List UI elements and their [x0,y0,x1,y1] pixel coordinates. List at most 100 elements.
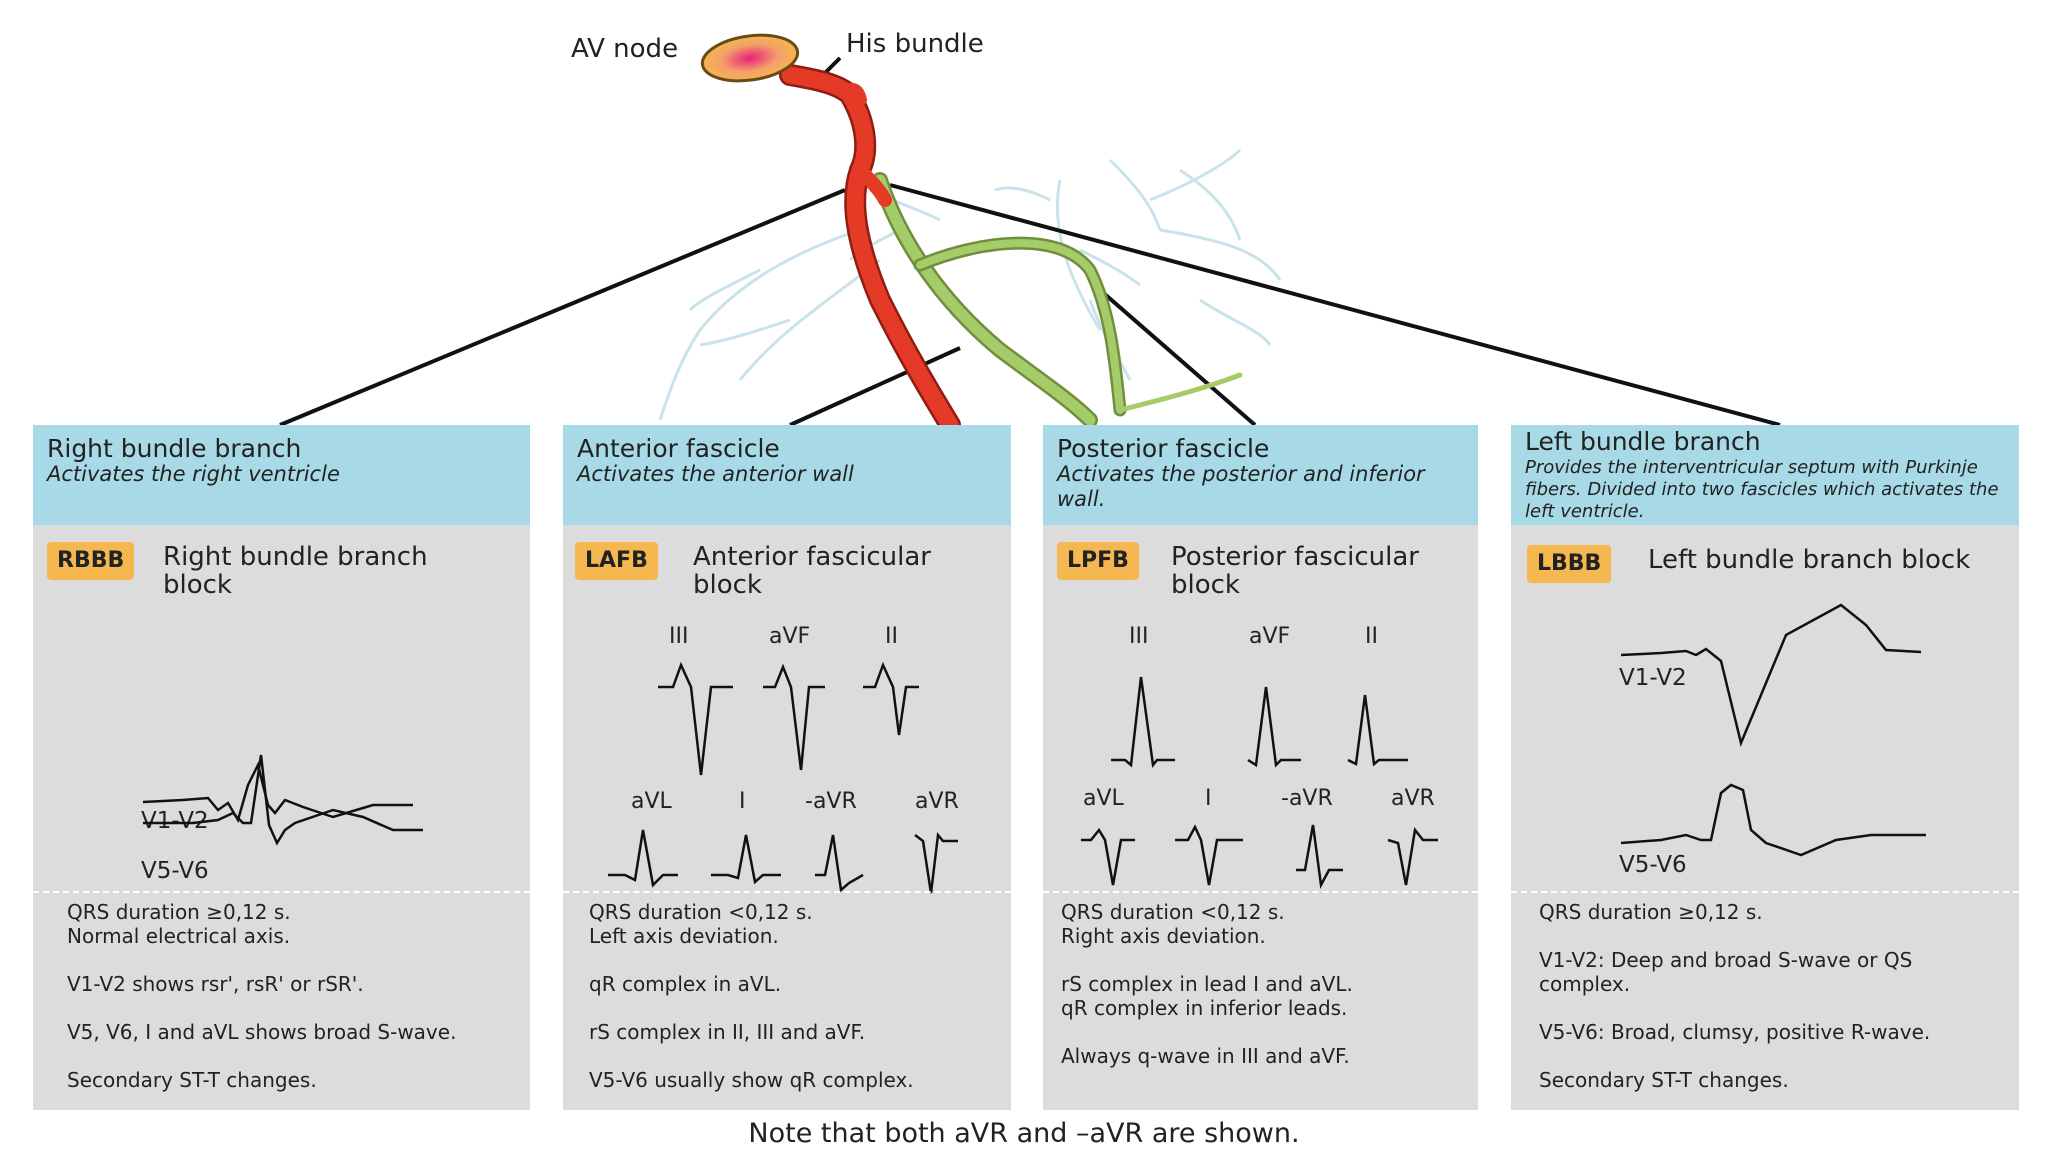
block-title: Left bundle branch block [1648,545,1971,575]
notes: QRS duration ≥0,12 s. Normal electrical … [67,900,520,1092]
notes: QRS duration ≥0,12 s. V1-V2: Deep and br… [1539,900,2009,1092]
panel-header: Posterior fascicle Activates the posteri… [1043,425,1478,525]
pointer-lines [279,56,1781,427]
lead-label: V1-V2 [1619,665,1687,691]
panel-header: Anterior fascicle Activates the anterior… [563,425,1011,525]
lead-label: III [669,624,688,649]
ecg-trace-v5-v6 [143,754,423,846]
panel-title: Posterior fascicle [1057,434,1270,463]
ecg-trace-avr [914,831,958,894]
ecg-trace-avf [763,663,825,771]
lead-label: aVL [1083,786,1125,811]
lead-label: aVF [769,624,810,649]
lead-label: II [885,624,898,649]
lead-label: -aVR [805,789,857,814]
panel-left-bundle-branch: Left bundle branch Provides the interven… [1511,425,2019,1110]
lafb-ecg-tracings: III aVF II aVL I -aVR aVR [608,624,959,894]
note-line: Secondary ST-T changes. [1539,1068,1789,1092]
panel-header: Right bundle branch Activates the right … [33,425,530,525]
av-node [700,33,800,83]
ecg-trace-v5-v6 [1620,783,1926,857]
ecg-trace-i [711,834,781,885]
panel-right-bundle-branch: Right bundle branch Activates the right … [33,425,530,1110]
panel-title: Anterior fascicle [577,434,780,463]
av-node-label: AV node [571,34,679,64]
left-bundle-branch [872,172,1243,428]
notes: QRS duration <0,12 s. Left axis deviatio… [589,900,1001,1092]
lbbb-badge: LBBB [1527,545,1612,583]
note-line: Secondary ST-T changes. [67,1068,317,1092]
lpfb-badge: LPFB [1057,542,1139,580]
panel-title: Left bundle branch [1525,427,1761,456]
panel-subtitle: Activates the anterior wall [577,462,854,486]
lafb-badge: LAFB [575,542,658,580]
lead-label: aVF [1249,624,1290,649]
note-line: Always q-wave in III and aVF. [1061,1044,1350,1068]
block-title: Posterior fascicular block [1171,542,1419,600]
lead-label: aVL [631,789,673,814]
note-line: V5, V6, I and aVL shows broad S-wave. [67,1020,457,1044]
panel-subtitle: Activates the right ventricle [47,462,340,486]
ecg-trace-avr [1387,827,1438,886]
ecg-trace-v1-v2 [1620,603,1922,747]
note-line: QRS duration ≥0,12 s. [1539,900,1763,924]
ecg-trace-ii [1347,694,1408,767]
dashed-divider [563,891,1011,893]
panel-posterior-fascicle: Posterior fascicle Activates the posteri… [1043,425,1478,1110]
notes: QRS duration <0,12 s. Right axis deviati… [1061,900,1468,1068]
note-line: V5-V6: Broad, clumsy, positive R-wave. [1539,1020,1931,1044]
ecg-trace-v1-v2 [142,761,413,824]
note-line: V1-V2 shows rsr', rsR' or rSR'. [67,972,364,996]
note-line: Right axis deviation. [1061,924,1266,948]
lead-label: aVR [915,789,959,814]
note-line: rS complex in II, III and aVF. [589,1020,866,1044]
note-line: QRS duration ≥0,12 s. [67,900,291,924]
lpfb-ecg-tracings: III aVF II aVL I -aVR aVR [1081,624,1438,890]
conduction-system-illustration [279,33,1781,436]
dashed-divider [1043,891,1478,893]
note-line: Normal electrical axis. [67,924,291,948]
lead-label: I [739,789,746,814]
lead-label: III [1129,624,1148,649]
ecg-trace-avl [1081,827,1135,886]
note-line: V5-V6 usually show qR complex. [589,1068,914,1092]
note-line: QRS duration <0,12 s. [589,900,813,924]
ecg-trace-neg-avr [1296,824,1343,890]
lead-label: V5-V6 [141,858,209,884]
lead-label: V1-V2 [141,808,209,834]
note-line: rS complex in lead I and aVL. [1061,972,1353,996]
note-line: Left axis deviation. [589,924,779,948]
rbbb-ecg-tracings: V1-V2 V5-V6 [141,754,423,884]
ecg-trace-iii [1111,676,1175,769]
ecg-trace-ii [863,661,919,736]
panel-subtitle: Provides the interventricular septum wit… [1525,457,1999,522]
rbbb-badge: RBBB [47,542,135,580]
ecg-trace-avl [608,829,678,888]
ecg-trace-iii [658,661,733,776]
lead-label: V5-V6 [1619,852,1687,878]
lead-label: aVR [1391,786,1435,811]
dashed-divider [33,891,530,893]
note-line: QRS duration <0,12 s. [1061,900,1285,924]
lead-label: II [1365,624,1378,649]
ecg-trace-avf [1247,686,1301,768]
purkinje-fibers [658,148,1282,421]
lbbb-ecg-tracings: V1-V2 V5-V6 [1619,603,1926,878]
block-title: Right bundle branch block [163,542,428,600]
note-line: V1-V2: Deep and broad S-wave or QS compl… [1539,948,1913,996]
footer-note: Note that both aVR and –aVR are shown. [748,1118,1300,1149]
panel-title: Right bundle branch [47,434,302,463]
block-title: Anterior fascicular block [693,542,931,600]
panel-header: Left bundle branch Provides the interven… [1511,425,2019,525]
right-bundle-branch [779,64,961,436]
dashed-divider [1511,891,2019,893]
note-line: qR complex in aVL. [589,972,782,996]
ecg-trace-neg-avr [815,834,864,893]
his-bundle-label: His bundle [846,29,984,59]
ecg-trace-i [1175,824,1243,886]
lead-label: I [1205,786,1212,811]
panel-subtitle: Activates the posterior and inferior wal… [1057,462,1425,511]
note-line: qR complex in inferior leads. [1061,996,1348,1020]
panel-anterior-fascicle: Anterior fascicle Activates the anterior… [563,425,1011,1110]
lead-label: -aVR [1281,786,1333,811]
